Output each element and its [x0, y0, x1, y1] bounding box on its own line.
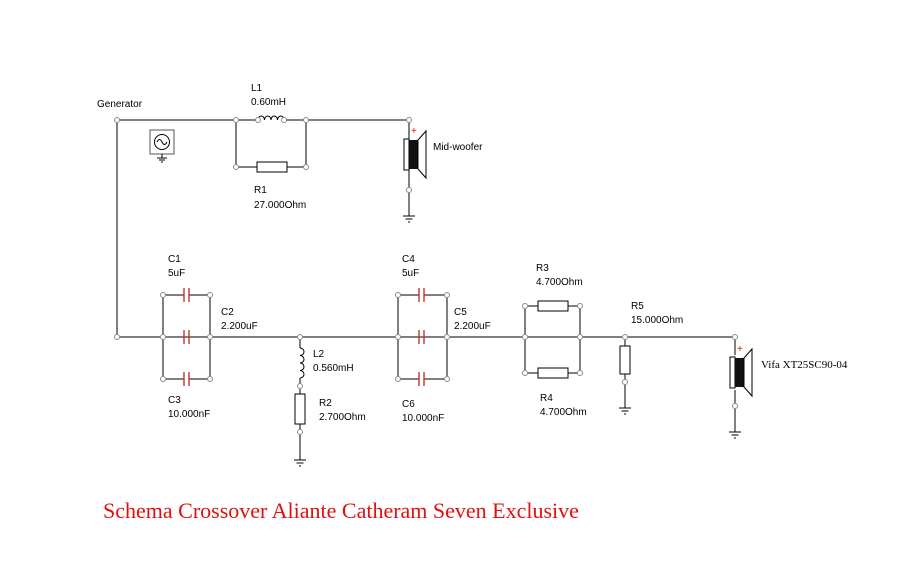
capacitor-c2 — [163, 330, 210, 344]
resistor-r4 — [537, 367, 569, 379]
inductor-l1 — [257, 115, 285, 121]
c5-value: 2.200uF — [454, 321, 491, 332]
ground-icon — [294, 459, 306, 467]
l2-name: L2 — [313, 349, 325, 360]
diagram-title: Schema Crossover Aliante Catheram Seven … — [103, 498, 579, 523]
c1-value: 5uF — [168, 268, 185, 279]
midwoofer-label: Mid-woofer — [433, 142, 483, 153]
capacitor-c3 — [183, 372, 190, 386]
l1-name: L1 — [251, 83, 263, 94]
capacitor-c6 — [418, 372, 425, 386]
r3-name: R3 — [536, 263, 549, 274]
resistor-r1 — [256, 161, 288, 173]
tweeter-speaker — [729, 347, 753, 398]
r5-value: 15.000Ohm — [631, 315, 683, 326]
midwoofer-polarity: + — [411, 126, 417, 137]
capacitor-c1 — [183, 288, 190, 302]
r2-name: R2 — [319, 398, 332, 409]
c6-value: 10.000nF — [402, 413, 444, 424]
c4-value: 5uF — [402, 268, 419, 279]
r1-name: R1 — [254, 185, 267, 196]
c4-name: C4 — [402, 254, 415, 265]
r2-value: 2.700Ohm — [319, 412, 366, 423]
generator-label: Generator — [97, 99, 143, 110]
c2-name: C2 — [221, 307, 234, 318]
resistor-r5 — [619, 345, 631, 375]
resistor-r2 — [294, 393, 306, 425]
c3-name: C3 — [168, 395, 181, 406]
c2-value: 2.200uF — [221, 321, 258, 332]
c5-name: C5 — [454, 307, 467, 318]
capacitor-c4 — [418, 288, 425, 302]
l1-value: 0.60mH — [251, 97, 286, 108]
r5-name: R5 — [631, 301, 644, 312]
junction-nodes — [114, 117, 738, 435]
generator-symbol — [149, 129, 175, 163]
resistor-r3 — [537, 300, 569, 312]
c6-name: C6 — [402, 399, 415, 410]
midwoofer-speaker — [403, 129, 427, 180]
c1-name: C1 — [168, 254, 181, 265]
tweeter-label: Vifa XT25SC90-04 — [761, 359, 848, 371]
r4-name: R4 — [540, 393, 553, 404]
r3-value: 4.700Ohm — [536, 277, 583, 288]
ground-icon — [729, 431, 741, 439]
tweeter-polarity: + — [737, 344, 743, 355]
l2-value: 0.560mH — [313, 363, 354, 374]
c3-value: 10.000nF — [168, 409, 210, 420]
ground-icon — [403, 215, 415, 223]
capacitor-c5 — [398, 330, 447, 344]
r4-value: 4.700Ohm — [540, 407, 587, 418]
inductor-l2 — [299, 347, 305, 379]
ground-icon — [619, 407, 631, 415]
r1-value: 27.000Ohm — [254, 200, 306, 211]
